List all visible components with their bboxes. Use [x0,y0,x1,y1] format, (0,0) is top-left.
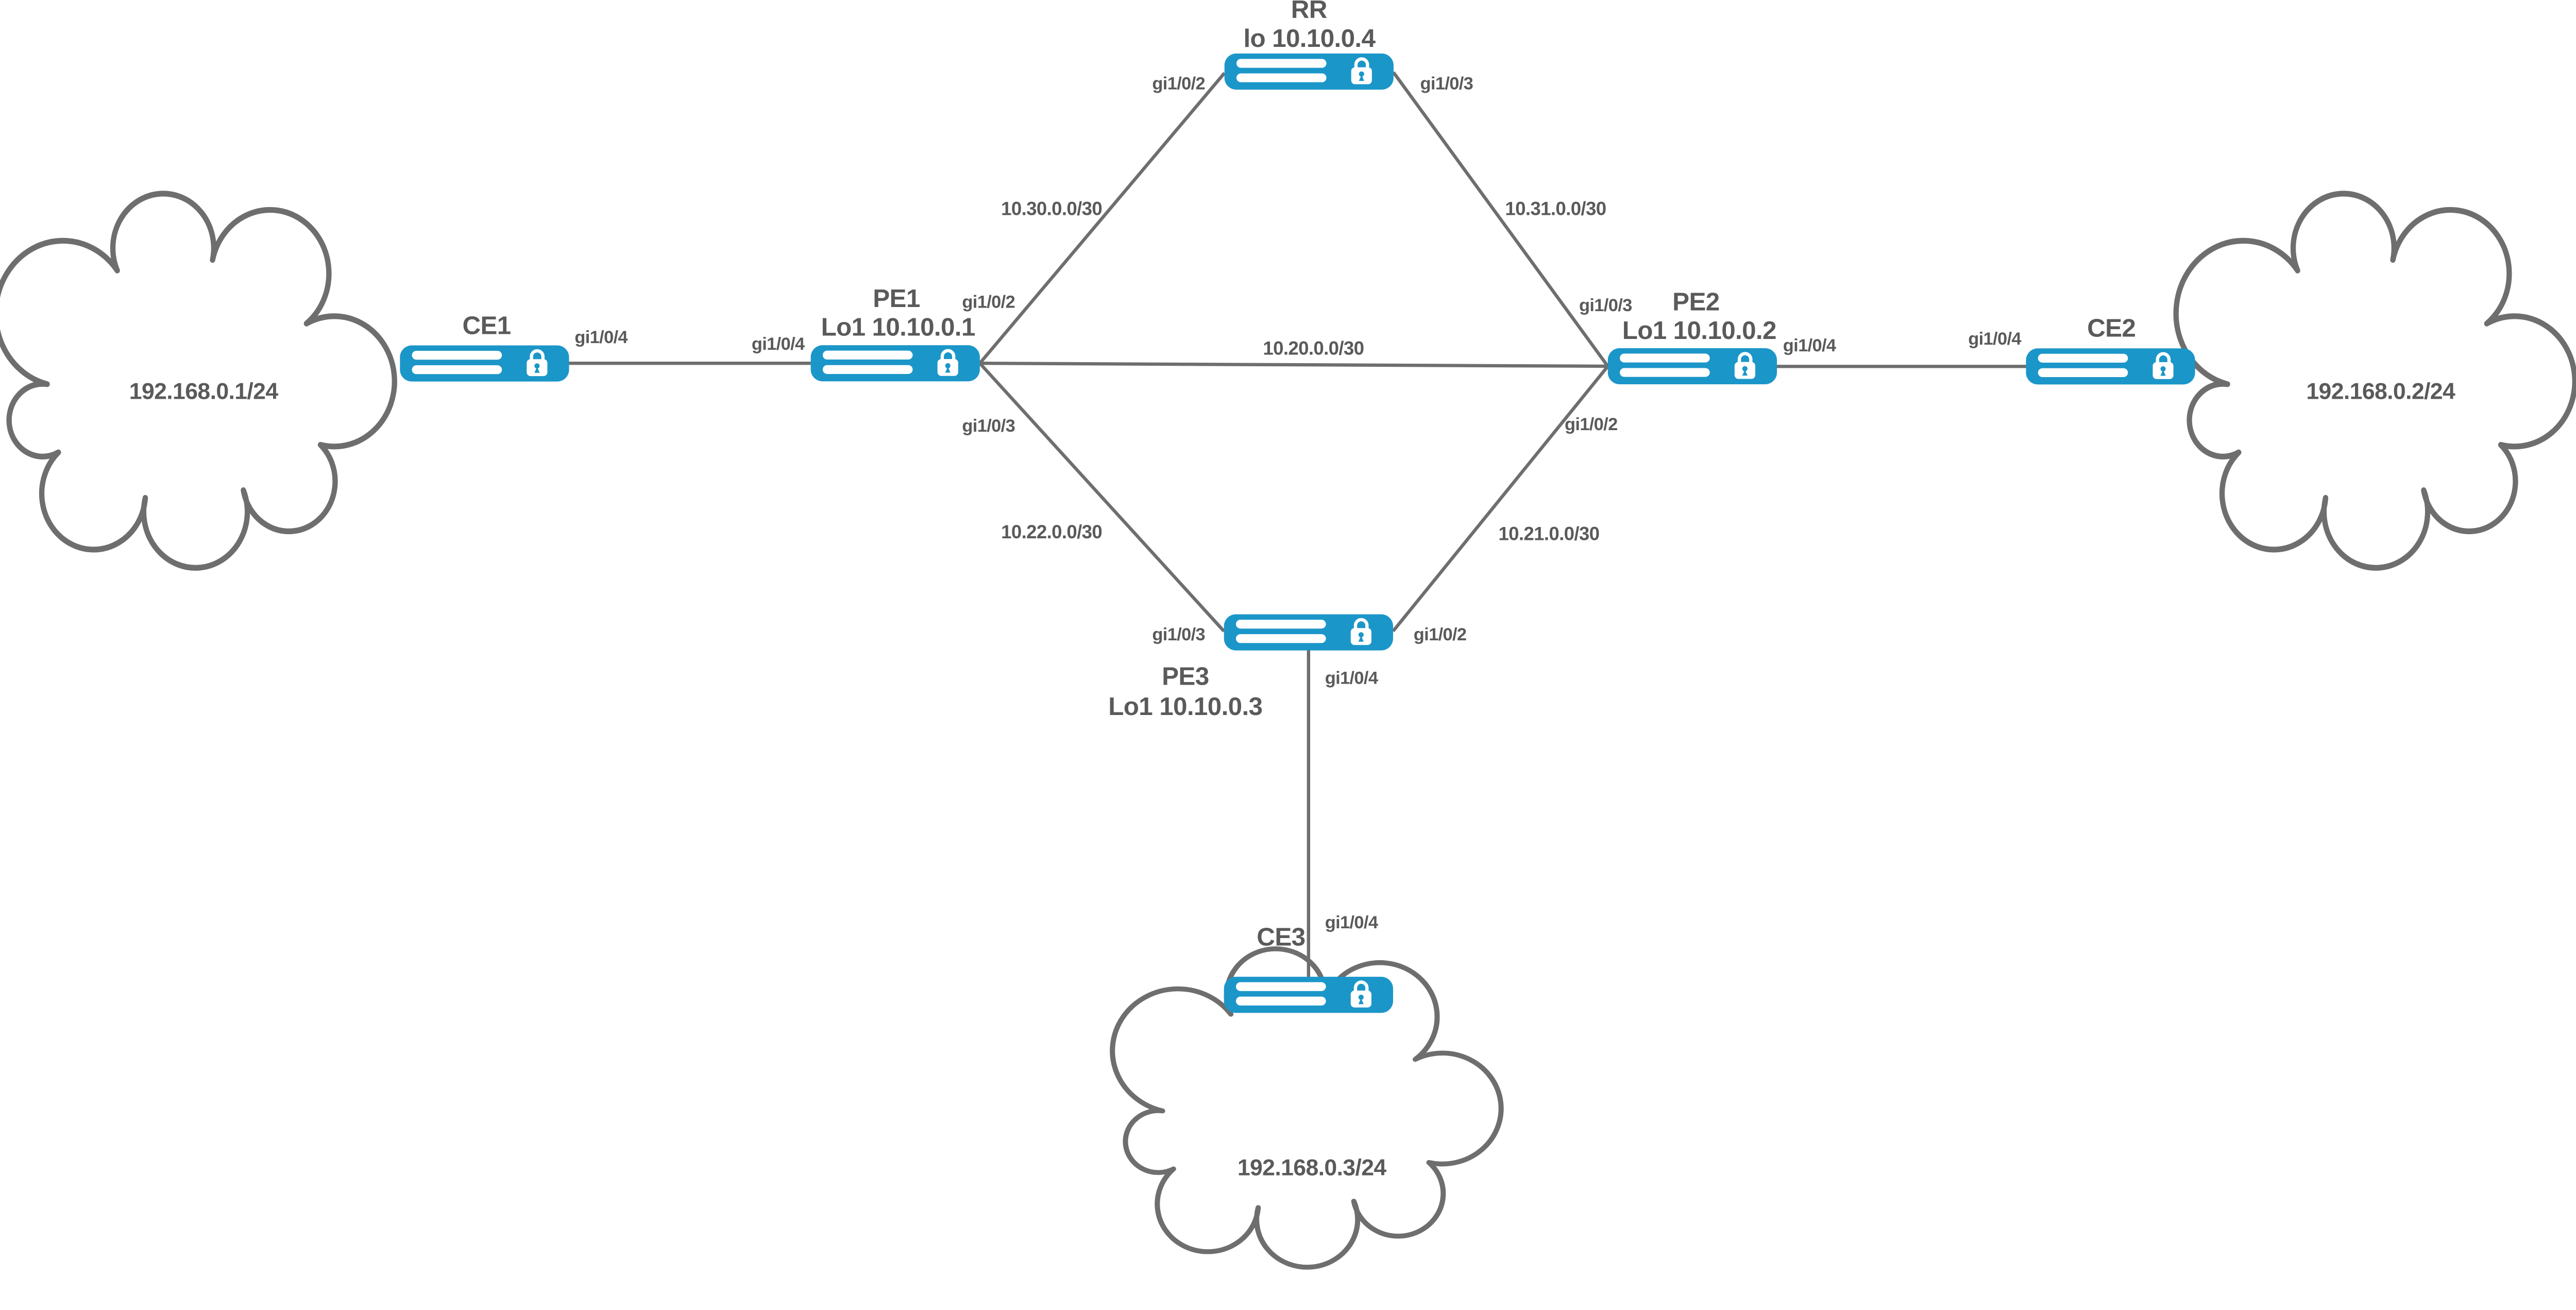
node-label-ce2: CE2 [2087,314,2136,342]
port-label-pe2-down: gi1/0/2 [1565,415,1618,434]
cloud-subnet-label-left: 192.168.0.1/24 [129,379,279,404]
router-icon-ce1[interactable] [400,345,569,381]
port-label-layer: gi1/0/4 gi1/0/4 gi1/0/2 gi1/0/3 gi1/0/2 … [574,74,2022,932]
loopback-label-rr: lo 10.10.0.4 [1243,24,1376,53]
subnet-label-pe1-rr: 10.30.0.0/30 [1001,198,1102,219]
topology-canvas: RR lo 10.10.0.4 PE1 Lo1 10.10.0.1 PE2 Lo… [0,0,2576,1271]
cloud-subnet-label-right: 192.168.0.2/24 [2306,379,2455,404]
router-icon-ce3[interactable] [1224,977,1393,1013]
port-label-pe3-down: gi1/0/4 [1325,668,1378,688]
node-label-ce1: CE1 [462,312,511,340]
port-label-rr-left: gi1/0/2 [1152,74,1205,94]
router-icon-pe2[interactable] [1608,348,1777,384]
router-icon-rr[interactable] [1225,54,1394,90]
node-label-pe2: PE2 [1672,287,1719,316]
link-layer [569,71,2026,979]
port-label-ce3-up: gi1/0/4 [1325,913,1378,932]
subnet-label-pe3-pe2: 10.21.0.0/30 [1498,523,1599,544]
port-label-rr-right: gi1/0/3 [1420,74,1473,94]
link-pe1-rr[interactable] [978,72,1226,365]
link-pe1-pe3[interactable] [978,362,1226,633]
port-label-pe1-up: gi1/0/2 [962,293,1015,312]
loopback-label-pe1: Lo1 10.10.0.1 [821,313,975,342]
port-label-pe3-left: gi1/0/3 [1152,625,1205,644]
router-layer [400,54,2195,1013]
cloud-label-layer: 192.168.0.1/24 192.168.0.2/24 192.168.0.… [129,379,2456,1181]
port-label-pe2-right: gi1/0/4 [1783,336,1836,355]
router-icon-pe3[interactable] [1224,614,1393,650]
port-label-pe1-left: gi1/0/4 [752,334,805,354]
node-label-pe3: PE3 [1162,662,1209,691]
subnet-label-rr-pe2: 10.31.0.0/30 [1505,198,1606,219]
port-label-pe3-right: gi1/0/2 [1414,625,1467,644]
loopback-label-pe2: Lo1 10.10.0.2 [1622,316,1776,345]
cloud-subnet-label-bottom: 192.168.0.3/24 [1238,1155,1387,1181]
node-label-rr: RR [1291,0,1327,24]
network-topology-diagram: RR lo 10.10.0.4 PE1 Lo1 10.10.0.1 PE2 Lo… [0,0,2576,1271]
subnet-label-pe1-pe2: 10.20.0.0/30 [1263,337,1364,359]
loopback-label-pe3: Lo1 10.10.0.3 [1108,692,1262,721]
port-label-ce2-left: gi1/0/4 [1968,329,2021,349]
port-label-ce1-right: gi1/0/4 [574,328,628,347]
node-label-pe1: PE1 [873,284,920,313]
subnet-label-layer: 10.30.0.0/30 10.31.0.0/30 10.20.0.0/30 1… [1001,198,1606,544]
subnet-label-pe1-pe3: 10.22.0.0/30 [1001,521,1102,542]
router-icon-pe1[interactable] [811,345,980,381]
link-pe3-pe2[interactable] [1392,365,1609,633]
link-rr-pe2[interactable] [1392,71,1609,367]
node-label-layer: RR lo 10.10.0.4 PE1 Lo1 10.10.0.1 PE2 Lo… [462,0,2136,951]
router-icon-ce2[interactable] [2026,348,2195,384]
link-pe1-pe2[interactable] [979,362,1608,368]
port-label-pe1-down: gi1/0/3 [962,416,1015,436]
port-label-pe2-up: gi1/0/3 [1579,296,1632,315]
node-label-ce3: CE3 [1257,923,1305,951]
